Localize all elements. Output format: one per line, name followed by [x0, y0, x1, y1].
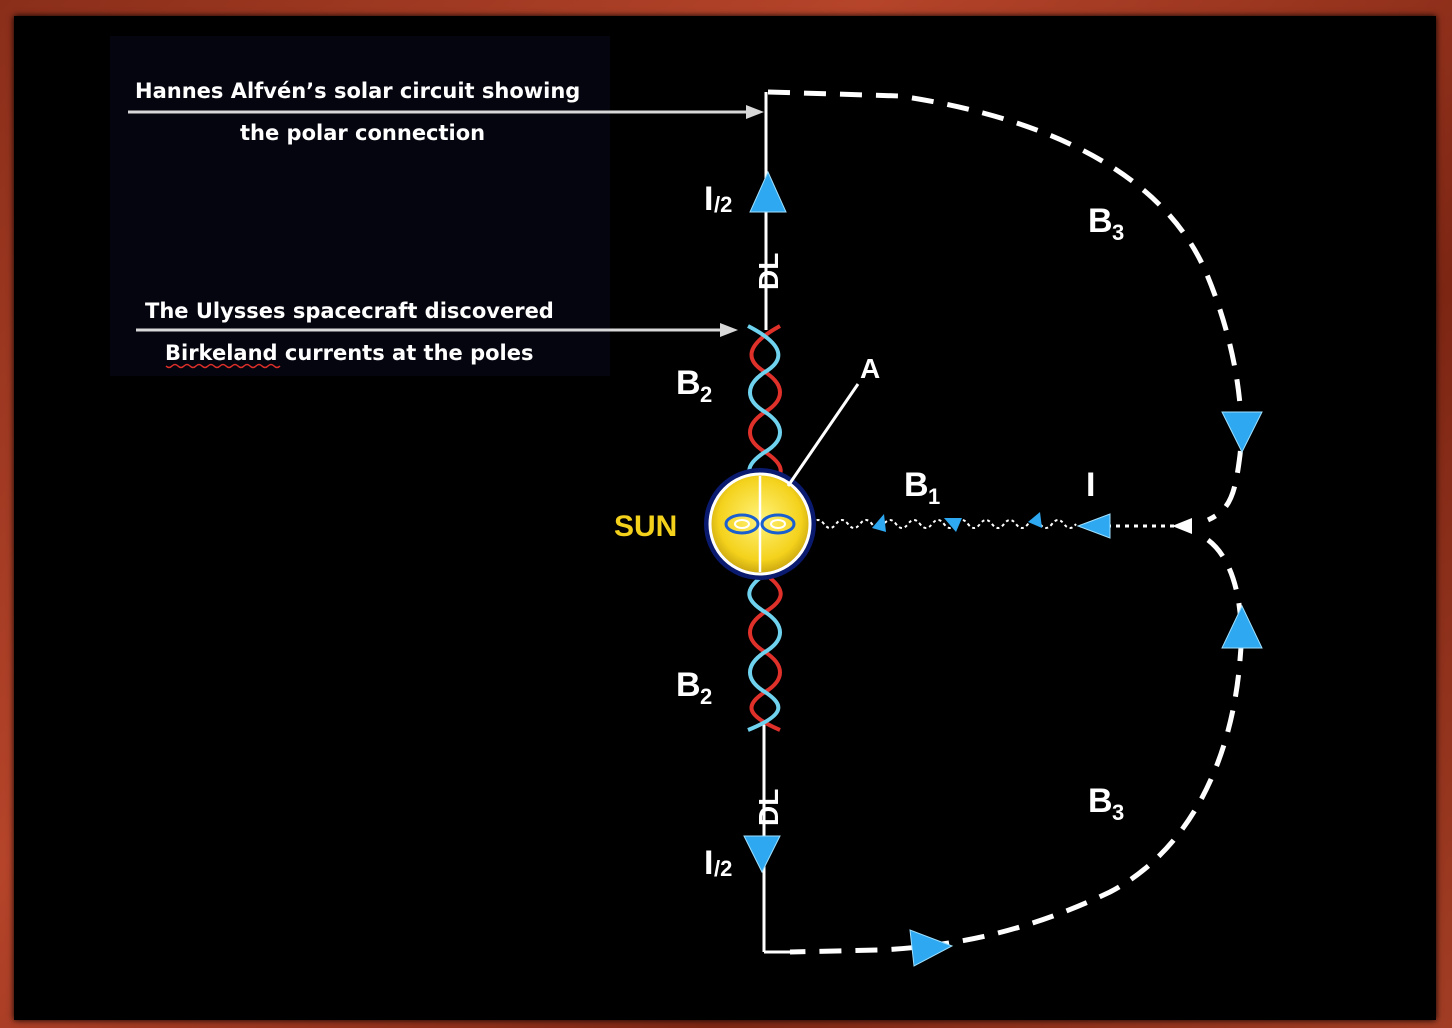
label-b2-top: B 2: [676, 364, 712, 407]
svg-text:B: B: [676, 666, 701, 704]
label-b3-top: B 3: [1088, 202, 1124, 245]
arrow-b1-1-icon: [872, 514, 886, 532]
arrow-right-bottom-loop-icon: [909, 929, 954, 967]
label-sun: SUN: [614, 510, 677, 543]
arrow-b1-3-icon: [1028, 512, 1042, 528]
annotation-arrow-top: [128, 105, 764, 119]
svg-text:/2: /2: [714, 192, 732, 217]
caption-alfven-line1: Hannes Alfvén’s solar circuit showing: [135, 79, 580, 103]
svg-text:3: 3: [1112, 800, 1124, 825]
svg-text:2: 2: [700, 382, 712, 407]
svg-text:3: 3: [1112, 220, 1124, 245]
spellcheck-underline: [165, 363, 281, 369]
caption-alfven-line2: the polar connection: [240, 121, 485, 145]
b3-return-loop-top: [767, 89, 1244, 523]
arrow-down-right-loop-icon: [1221, 411, 1263, 454]
svg-text:1: 1: [928, 484, 940, 509]
label-b3-bottom: B 3: [1088, 782, 1124, 825]
birkeland-helix-bottom: [747, 576, 783, 732]
arrow-down-bottom-icon: [743, 835, 781, 874]
label-dl-top: DL: [753, 253, 784, 290]
svg-text:B: B: [676, 364, 701, 402]
caption-ulysses-line1: The Ulysses spacecraft discovered: [145, 299, 554, 323]
svg-text:/2: /2: [714, 856, 732, 881]
caption-ulysses-line2: Birkeland currents at the poles: [165, 341, 533, 365]
arrow-left-junction-icon: [1172, 518, 1192, 534]
caption-panel: [110, 36, 610, 376]
svg-text:B: B: [1088, 202, 1113, 240]
label-b2-bottom: B 2: [676, 666, 712, 709]
label-dl-bottom: DL: [753, 789, 784, 826]
label-b1: B 1: [904, 466, 940, 509]
svg-text:I: I: [704, 844, 713, 882]
arrow-up-right-loop-icon: [1221, 604, 1263, 649]
arrow-up-top-icon: [749, 170, 787, 213]
svg-text:I: I: [704, 180, 713, 218]
label-a: A: [860, 353, 880, 384]
label-current-i: I: [1086, 466, 1095, 504]
arrow-b1-2-icon: [944, 518, 962, 532]
sun: [704, 468, 816, 580]
svg-text:2: 2: [700, 684, 712, 709]
birkeland-helix-top: [747, 324, 783, 486]
b3-return-loop-bottom: [789, 537, 1244, 955]
leader-line-a: [786, 383, 860, 487]
arrow-left-current-icon: [1076, 513, 1111, 539]
svg-text:B: B: [904, 466, 929, 504]
annotation-arrow-mid: [136, 323, 738, 337]
svg-text:B: B: [1088, 782, 1113, 820]
label-half-current-bottom: I /2: [704, 844, 732, 882]
label-half-current-top: I /2: [704, 180, 732, 218]
